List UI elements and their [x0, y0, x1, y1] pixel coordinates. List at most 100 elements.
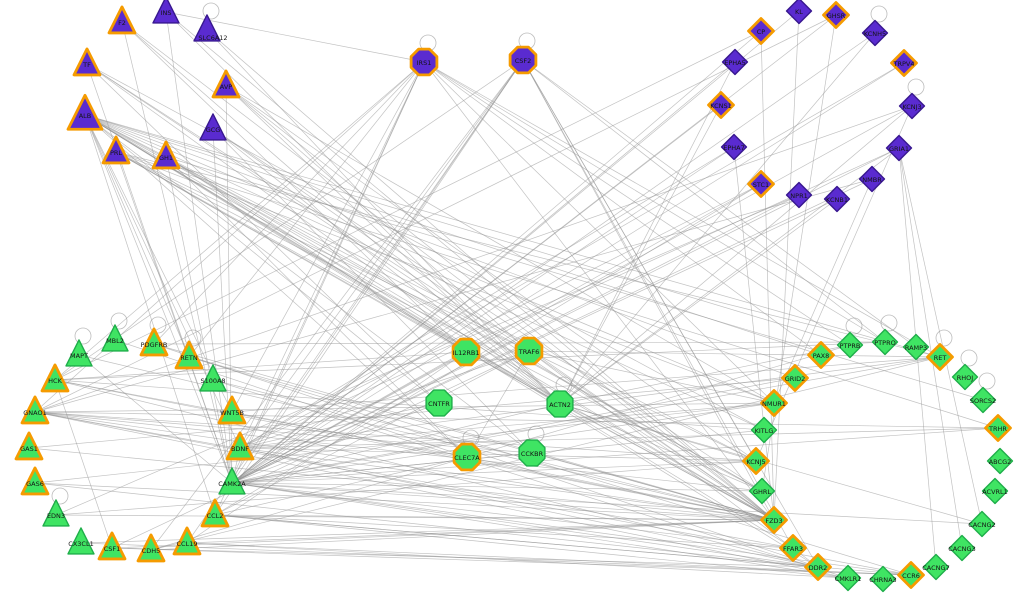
edge-STC1-CAMK2A: [231, 183, 762, 484]
edge-TRAF6-CSF1: [111, 350, 530, 549]
node-GH1[interactable]: [151, 140, 181, 170]
node-CX3CL1[interactable]: [67, 527, 95, 555]
edge-ALB-GRID2: [84, 114, 796, 379]
edge-GH1-IL12RB1: [165, 156, 467, 353]
edge-GAS6-DDR2: [34, 482, 819, 568]
node-GAS1[interactable]: [14, 431, 44, 461]
node-KITLG[interactable]: [750, 416, 778, 444]
node-ALB[interactable]: [66, 93, 104, 131]
node-RAMP3[interactable]: [902, 333, 930, 361]
node-RHOJ[interactable]: [951, 363, 979, 391]
node-GCG[interactable]: [199, 113, 227, 141]
node-RET[interactable]: [926, 343, 954, 371]
node-INS[interactable]: [152, 0, 180, 24]
self-loop-SLC6A12: [202, 2, 220, 20]
edge-GRIA1-CACNG3: [898, 147, 963, 549]
edge-GCG-GHRL: [212, 128, 763, 492]
node-KL[interactable]: [785, 0, 813, 25]
node-GHSR[interactable]: [822, 1, 850, 29]
edge-CSF2-RAMP3: [522, 59, 917, 348]
node-HCK[interactable]: [40, 363, 70, 393]
edge-TF-CAMK2A: [86, 63, 233, 484]
self-loop-KCNH5: [870, 5, 888, 23]
node-TF[interactable]: [72, 47, 102, 77]
node-KCNJ5[interactable]: [742, 447, 770, 475]
node-PTPRB[interactable]: [836, 331, 864, 359]
node-CHRNA3[interactable]: [869, 565, 897, 593]
node-CCR6[interactable]: [897, 561, 925, 589]
edge-CSF2-FZD3: [522, 59, 775, 521]
node-FFAR3[interactable]: [779, 534, 807, 562]
node-IL12RB1[interactable]: [451, 337, 481, 367]
node-KCNH5[interactable]: [861, 19, 889, 47]
node-ACVRL1[interactable]: [981, 477, 1009, 505]
node-GHRL[interactable]: [748, 477, 776, 505]
node-KCNJ3[interactable]: [898, 92, 926, 120]
node-GRID2[interactable]: [781, 364, 809, 392]
edge-CCL19-CCR6: [186, 542, 912, 576]
node-CMKLR1[interactable]: [834, 564, 862, 592]
node-PDGFRB[interactable]: [139, 327, 169, 357]
node-MBL2[interactable]: [101, 324, 129, 352]
node-CCKBR[interactable]: [518, 439, 546, 467]
edge-INS-FZD3: [165, 11, 775, 521]
node-CDH5[interactable]: [136, 533, 166, 563]
edge-ALB-CAMK2A: [84, 114, 233, 484]
node-CCL2[interactable]: [200, 498, 230, 528]
node-RETN[interactable]: [174, 340, 204, 370]
node-NPR1[interactable]: [785, 181, 813, 209]
node-ACTN2[interactable]: [546, 390, 574, 418]
edge-GNAO1-CCR6: [34, 411, 912, 576]
node-GRIA1[interactable]: [885, 134, 913, 162]
node-NMUR1[interactable]: [760, 389, 788, 417]
node-EPHA5[interactable]: [721, 48, 749, 76]
edge-KCNS1-ACTN2: [559, 104, 722, 405]
node-STC1[interactable]: [747, 170, 775, 198]
edge-GAS1-GRID2: [28, 377, 796, 449]
self-loop-MAPT: [74, 327, 92, 345]
node-WNT5B[interactable]: [217, 395, 247, 425]
node-CSF2[interactable]: [508, 45, 538, 75]
edge-GRIA1-CAMK2A: [231, 147, 900, 484]
node-TRAF6[interactable]: [514, 336, 544, 366]
node-DDR2[interactable]: [804, 553, 832, 581]
edge-F2-CAMK2A: [121, 21, 233, 484]
edge-AVP-KCNJ5: [225, 85, 757, 462]
node-CLEC7A[interactable]: [452, 442, 482, 472]
node-CCL19[interactable]: [172, 526, 202, 556]
node-BDNF[interactable]: [225, 431, 255, 461]
node-F2[interactable]: [107, 5, 137, 35]
node-CACNG7[interactable]: [922, 553, 950, 581]
node-IRS1[interactable]: [409, 47, 439, 77]
node-PTPRO[interactable]: [871, 328, 899, 356]
edge-GNAO1-KCNJ5: [34, 411, 757, 462]
node-S100A8[interactable]: [199, 364, 227, 392]
node-KCNS1[interactable]: [707, 91, 735, 119]
node-TRPV4[interactable]: [890, 49, 918, 77]
edge-MAPT-CAMK2A: [78, 354, 233, 484]
node-CACNG3[interactable]: [948, 534, 976, 562]
edge-SLC6A12-ACTN2: [206, 29, 561, 405]
node-CP[interactable]: [747, 17, 775, 45]
node-CACNG2[interactable]: [968, 510, 996, 538]
node-KCNB1[interactable]: [823, 185, 851, 213]
node-NMBR[interactable]: [858, 165, 886, 193]
node-SORCS2[interactable]: [969, 386, 997, 414]
node-GNAO1[interactable]: [20, 395, 50, 425]
edge-INS-ACTN2: [165, 11, 561, 405]
node-CSF1[interactable]: [97, 531, 127, 561]
node-ABCG2[interactable]: [986, 447, 1014, 475]
node-SLC6A12[interactable]: [193, 14, 221, 42]
node-AVP[interactable]: [211, 69, 241, 99]
node-PRL[interactable]: [101, 135, 131, 165]
node-FZD3[interactable]: [760, 506, 788, 534]
node-MAPT[interactable]: [65, 339, 93, 367]
node-PAX8[interactable]: [807, 341, 835, 369]
edge-GRIA1-ACTN2: [559, 147, 900, 405]
node-EPHA7[interactable]: [720, 133, 748, 161]
node-EDN3[interactable]: [42, 499, 70, 527]
node-GAS6[interactable]: [20, 466, 50, 496]
node-CNTFR[interactable]: [425, 389, 453, 417]
node-TRHR[interactable]: [984, 414, 1012, 442]
node-CAMK2A[interactable]: [218, 467, 246, 495]
